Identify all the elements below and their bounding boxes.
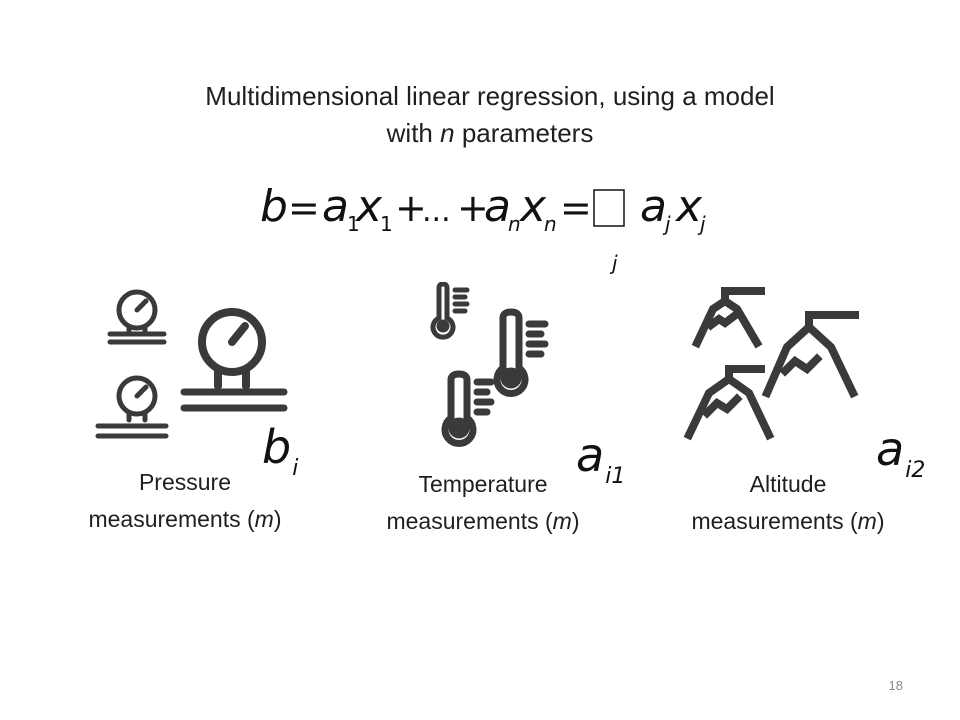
mountain-bottom-left xyxy=(683,365,775,441)
caption-pressure-line-2: measurements (m) xyxy=(40,501,330,538)
large-gauge xyxy=(180,308,288,412)
caption-temperature-prefix: measurements ( xyxy=(386,508,553,534)
regression-formula: b = a 1 x 1 + ... + a n x n = j a j x j xyxy=(260,181,706,275)
thermometer-small-top xyxy=(430,282,470,340)
title-line-2: with n parameters xyxy=(120,115,860,152)
formula-aj: a xyxy=(640,181,667,232)
caption-pressure-variable: m xyxy=(254,506,274,532)
caption-pressure-line-1: Pressure xyxy=(138,469,232,495)
caption-pressure-suffix: ) xyxy=(273,506,282,532)
pressure-gauges-group xyxy=(92,282,292,447)
var-b-i-sub: i xyxy=(292,456,299,481)
caption-pressure-prefix: measurements ( xyxy=(88,506,255,532)
altitude-mountains-group xyxy=(683,285,868,445)
title-line-2-suffix: parameters xyxy=(454,118,594,148)
caption-altitude-line-1: Altitude xyxy=(749,471,827,497)
mountain-right xyxy=(761,311,859,399)
var-b-i-main: b xyxy=(262,420,292,474)
mountain-altitude-icon xyxy=(683,287,859,441)
mountain-top-left xyxy=(691,287,765,349)
formula-xn-sub: n xyxy=(544,212,557,236)
caption-altitude-suffix: ) xyxy=(876,508,885,534)
sum-symbol-placeholder-box xyxy=(593,189,625,227)
var-a-i1-main: a xyxy=(576,428,605,482)
formula-xj: x xyxy=(674,181,703,232)
small-gauge-bottom xyxy=(95,375,169,439)
formula-equals-2: = xyxy=(560,186,592,230)
formula-x1-sub: 1 xyxy=(380,212,393,236)
formula-a1: a xyxy=(322,181,349,232)
formula-xj-sub: j xyxy=(697,212,706,236)
formula-x1: x xyxy=(354,181,383,232)
var-a-i2-sub: i2 xyxy=(905,458,926,483)
caption-temperature-suffix: ) xyxy=(571,508,580,534)
formula-an-sub: n xyxy=(508,212,521,236)
formula-xn: x xyxy=(518,181,547,232)
title-line-1: Multidimensional linear regression, usin… xyxy=(205,81,775,111)
caption-altitude-line-2: measurements (m) xyxy=(643,503,933,540)
thermometer-large-right xyxy=(493,308,549,397)
var-a-i2: ai2 xyxy=(876,422,925,483)
caption-altitude-variable: m xyxy=(857,508,877,534)
caption-temperature-line-2: measurements (m) xyxy=(338,503,628,540)
page-number: 18 xyxy=(888,678,903,693)
formula-a1-sub: 1 xyxy=(347,212,360,236)
slide-title: Multidimensional linear regression, usin… xyxy=(120,78,860,152)
caption-temperature: Temperature measurements (m) xyxy=(338,466,628,540)
title-line-2-prefix: with xyxy=(386,118,441,148)
formula-b: b xyxy=(260,181,288,232)
formula-aj-sub: j xyxy=(662,212,671,236)
formula-plus-2: + xyxy=(457,186,489,230)
formula-an: a xyxy=(484,181,511,232)
caption-pressure: Pressure measurements (m) xyxy=(40,464,330,538)
caption-temperature-line-1: Temperature xyxy=(418,471,548,497)
small-gauge-top xyxy=(107,289,167,345)
var-b-i: bi xyxy=(262,420,298,481)
pressure-gauge-icon xyxy=(95,289,288,439)
thermometers-group xyxy=(425,282,565,452)
formula-dots: ... xyxy=(422,194,451,229)
formula-plus-1: + xyxy=(395,186,427,230)
thermometer-bottom xyxy=(441,370,495,447)
caption-altitude-prefix: measurements ( xyxy=(691,508,858,534)
caption-temperature-variable: m xyxy=(552,508,572,534)
var-a-i2-main: a xyxy=(876,422,905,476)
caption-altitude: Altitude measurements (m) xyxy=(643,466,933,540)
title-line-2-variable: n xyxy=(440,118,455,148)
thermometer-icon xyxy=(430,282,549,447)
sum-index: j xyxy=(609,251,618,275)
formula-equals-1: = xyxy=(288,186,320,230)
var-a-i1-sub: i1 xyxy=(605,464,626,489)
var-a-i1: ai1 xyxy=(576,428,625,489)
